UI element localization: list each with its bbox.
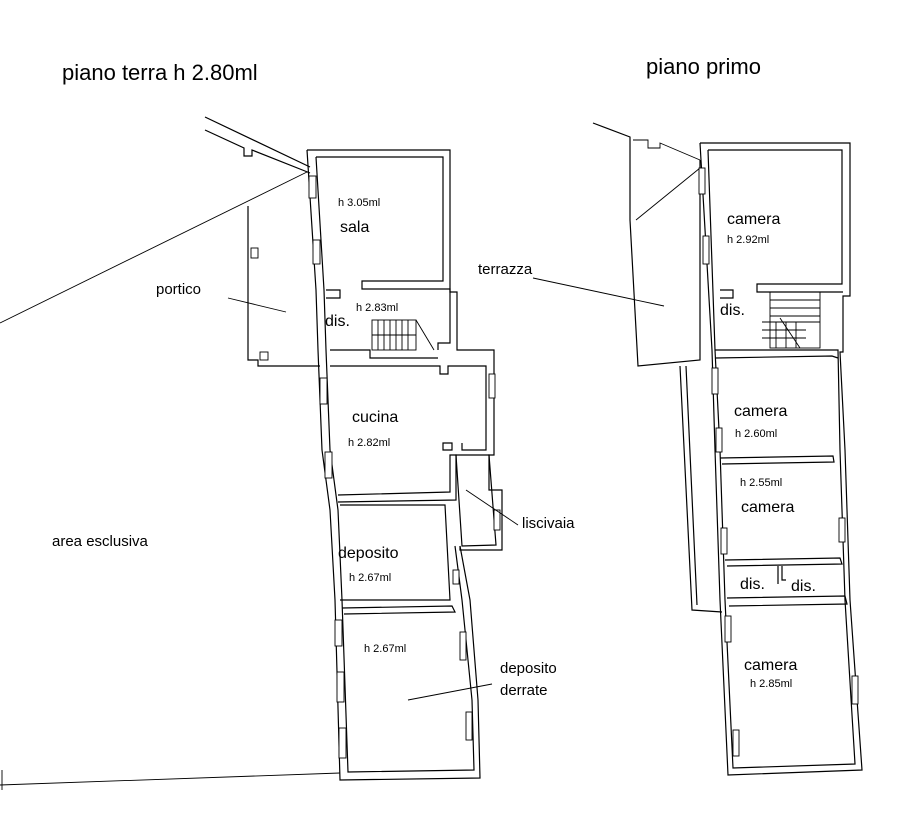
area-boundary-line bbox=[0, 772, 341, 786]
first-floor-title: piano primo bbox=[646, 54, 761, 79]
dis-b-label: dis. bbox=[791, 578, 816, 595]
inner-wall-west bbox=[707, 149, 856, 769]
partition bbox=[341, 605, 456, 615]
partition bbox=[719, 455, 835, 465]
partition bbox=[720, 289, 734, 299]
terrace-wall bbox=[592, 122, 701, 367]
outside-wall bbox=[679, 365, 723, 613]
camera-2-height: h 2.60ml bbox=[735, 428, 777, 440]
first-floor-stairs bbox=[762, 291, 821, 349]
window bbox=[459, 631, 467, 661]
dis-height: h 2.83ml bbox=[356, 302, 398, 314]
window bbox=[838, 517, 846, 543]
dis-a-label: dis. bbox=[740, 576, 765, 593]
window bbox=[702, 235, 710, 265]
terrazza-leader bbox=[532, 277, 665, 307]
terrace-railing bbox=[633, 139, 701, 221]
window bbox=[720, 527, 728, 555]
window bbox=[465, 711, 473, 741]
cucina-wall bbox=[330, 365, 487, 451]
partition bbox=[777, 566, 786, 584]
dis-label: dis. bbox=[720, 302, 745, 319]
partition bbox=[337, 454, 457, 503]
window bbox=[312, 239, 321, 265]
boundary-wall bbox=[204, 116, 311, 174]
portico-wall bbox=[247, 206, 320, 367]
window bbox=[324, 451, 333, 479]
deposito-label: deposito bbox=[338, 545, 399, 562]
deposito-derrate-leader bbox=[407, 683, 493, 701]
partition bbox=[326, 289, 341, 299]
sala-height: h 3.05ml bbox=[338, 197, 380, 209]
camera-2-label: camera bbox=[734, 403, 787, 420]
area-esclusiva-label: area esclusiva bbox=[52, 533, 149, 550]
partition bbox=[330, 349, 438, 359]
camera-4-height: h 2.85ml bbox=[750, 678, 792, 690]
window bbox=[336, 671, 345, 703]
portico-leader bbox=[227, 297, 287, 313]
portico-pillar bbox=[259, 351, 269, 361]
deposito-derrate-label: derrate bbox=[500, 682, 548, 699]
partition bbox=[724, 557, 843, 567]
window bbox=[452, 569, 460, 585]
window bbox=[698, 167, 706, 195]
liscivaia-room bbox=[455, 454, 497, 547]
window bbox=[319, 377, 328, 405]
cucina-height: h 2.82ml bbox=[348, 437, 390, 449]
window bbox=[851, 675, 859, 705]
area-boundary-line bbox=[0, 171, 308, 324]
sala-label: sala bbox=[340, 219, 369, 236]
outer-wall bbox=[699, 142, 863, 776]
ground-stairs bbox=[371, 319, 435, 351]
window bbox=[488, 373, 496, 399]
window bbox=[724, 615, 732, 643]
camera-3-label: camera bbox=[741, 499, 794, 516]
window bbox=[711, 367, 719, 395]
first-floor-plan bbox=[532, 122, 863, 776]
cucina-label: cucina bbox=[352, 409, 398, 426]
window bbox=[334, 619, 343, 647]
portico-pillar bbox=[250, 247, 259, 259]
ground-floor-title: piano terra h 2.80ml bbox=[62, 60, 258, 85]
dis-label: dis. bbox=[325, 313, 350, 330]
camera-1-label: camera bbox=[727, 211, 780, 228]
pillar bbox=[442, 442, 453, 451]
camera-4-label: camera bbox=[744, 657, 797, 674]
deposito-wall bbox=[340, 504, 451, 601]
partition bbox=[715, 355, 839, 359]
partition bbox=[726, 595, 848, 607]
camera-3-height: h 2.55ml bbox=[740, 477, 782, 489]
ground-floor-plan bbox=[0, 116, 519, 790]
deposito-derrate-height: h 2.67ml bbox=[364, 643, 406, 655]
window bbox=[732, 729, 740, 757]
liscivaia-label: liscivaia bbox=[522, 515, 575, 532]
outer-wall-west bbox=[306, 149, 481, 781]
deposito-derrate-label: deposito bbox=[500, 660, 557, 677]
window bbox=[338, 727, 347, 759]
window bbox=[715, 427, 723, 453]
liscivaia-leader bbox=[465, 489, 519, 526]
terrazza-label: terrazza bbox=[478, 261, 533, 278]
portico-label: portico bbox=[156, 281, 201, 298]
window bbox=[493, 509, 501, 531]
deposito-height: h 2.67ml bbox=[349, 572, 391, 584]
window bbox=[308, 175, 317, 199]
camera-1-height: h 2.92ml bbox=[727, 234, 769, 246]
sala-inner-wall bbox=[316, 156, 451, 350]
